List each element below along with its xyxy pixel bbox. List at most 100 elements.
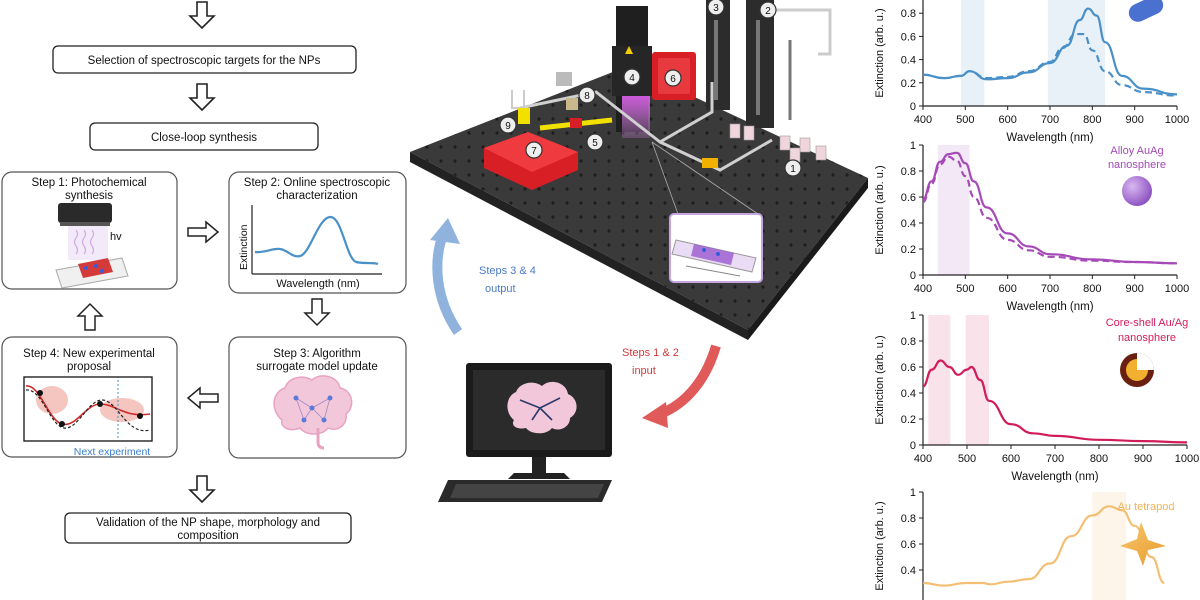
y-tick-label: 0.4 [901, 55, 916, 67]
y-tick-label: 0 [910, 101, 916, 113]
x-tick-label: 500 [956, 283, 974, 295]
brain-icon [273, 375, 353, 450]
y-tick-label: 0.2 [901, 244, 916, 256]
x-tick-label: 800 [1083, 283, 1101, 295]
marker-5-label: 5 [592, 138, 598, 149]
series-line-solid [922, 505, 1165, 587]
step3-title-line2: surrogate model update [256, 361, 377, 373]
y-tick-label: 0.8 [901, 336, 916, 348]
y-tick-label: 0.2 [901, 414, 916, 426]
y-tick-label: 1 [910, 487, 916, 499]
marker-8-label: 8 [584, 91, 590, 102]
y-tick-label: 0.6 [901, 192, 916, 204]
y-tick-label: 0 [910, 440, 916, 452]
step3-title-line1: Step 3: Algorithm [273, 348, 361, 360]
x-tick-label: 700 [1041, 283, 1059, 295]
down-arrow-icon [188, 475, 216, 504]
series-line-solid [922, 7, 1178, 96]
x-tick-label: 1000 [1165, 114, 1189, 126]
y-tick-label: 0.6 [901, 31, 916, 43]
y-tick-label: 0.8 [901, 166, 916, 178]
tubing [511, 72, 773, 172]
x-axis-label: Wavelength (nm) [1011, 471, 1098, 483]
down-arrow-icon [303, 298, 331, 327]
x-tick-label: 800 [1090, 453, 1108, 465]
x-tick-label: 900 [1134, 453, 1152, 465]
x-axis-label: Wavelength (nm) [1006, 132, 1093, 144]
highlight-band [961, 0, 985, 106]
up-arrow-icon [76, 302, 104, 331]
left-arrow-icon [186, 386, 219, 410]
marker-8: 8 [578, 86, 596, 104]
x-tick-label: 1000 [1175, 453, 1199, 465]
validation-label-line2: composition [177, 530, 238, 542]
step1-title-line1: Step 1: Photochemical [31, 177, 146, 189]
step2-ylabel: Extinction [238, 224, 250, 270]
closeloop-box [89, 122, 319, 151]
step2-title-line2: characterization [276, 190, 357, 202]
series-line-solid [922, 359, 1188, 444]
computer-monitor [438, 363, 612, 502]
y-tick-label: 0.6 [901, 539, 916, 551]
output-curved-arrow [430, 218, 463, 335]
x-tick-label: 600 [998, 283, 1016, 295]
y-tick-label: 0 [910, 270, 916, 282]
x-tick-label: 1000 [1165, 283, 1189, 295]
right-arrow-icon [187, 220, 220, 244]
x-tick-label: 500 [956, 114, 974, 126]
nanosphere-icon [1122, 176, 1152, 206]
marker-7-label: 7 [531, 146, 537, 157]
validation-label-line1: Validation of the NP shape, morphology a… [96, 517, 320, 529]
chart2-particle-label-line1: Alloy AuAg [1110, 145, 1163, 157]
x-tick-label: 600 [1002, 453, 1020, 465]
y-axis-label: Extinction (arb. u.) [874, 335, 886, 424]
x-tick-label: 400 [914, 283, 932, 295]
x-axis-label: Wavelength (nm) [1006, 301, 1093, 313]
nanorod-icon [1128, 0, 1164, 22]
selection-label: Selection of spectroscopic targets for t… [88, 55, 321, 67]
x-tick-label: 500 [958, 453, 976, 465]
steps12-label-line1: Steps 1 & 2 [622, 347, 679, 359]
flow-tube-inset [651, 141, 763, 283]
apparatus-illustration: 1 2 3 4 5 6 7 8 9 Steps 3 & 4 output [410, 0, 868, 502]
steps34-label-line2: output [485, 283, 516, 295]
y-tick-label: 0.6 [901, 362, 916, 374]
vials [729, 123, 827, 163]
workflow-flowchart: Selection of spectroscopic targets for t… [1, 1, 407, 544]
marker-4-label: 4 [629, 73, 635, 84]
y-tick-label: 0.4 [901, 388, 916, 400]
marker-4: 4 [623, 68, 641, 86]
marker-3: 3 [707, 0, 725, 16]
highlight-band [937, 145, 970, 275]
x-tick-label: 900 [1125, 114, 1143, 126]
core-shell-icon [1120, 353, 1154, 387]
marker-1-label: 1 [790, 164, 796, 175]
marker-7: 7 [525, 141, 543, 159]
photoreactor-icon [55, 203, 129, 289]
input-curved-arrow [642, 344, 721, 428]
steps34-label-line1: Steps 3 & 4 [479, 265, 536, 277]
chart3-particle-label-line2: nanosphere [1118, 332, 1176, 344]
y-axis-label: Extinction (arb. u.) [874, 8, 886, 97]
mini-spectrum-chart [251, 205, 382, 275]
highlight-band [965, 315, 989, 445]
down-arrow-icon [188, 83, 216, 112]
selection-box [52, 45, 357, 74]
next-experiment-label: Next experiment [74, 446, 151, 458]
step1-title-line2: synthesis [65, 190, 113, 202]
hv-label: hv [110, 231, 122, 243]
step2-title-line1: Step 2: Online spectroscopic [244, 177, 391, 189]
marker-2: 2 [759, 1, 777, 19]
x-tick-label: 400 [914, 114, 932, 126]
step4-title-line1: Step 4: New experimental [23, 348, 155, 360]
y-tick-label: 0.4 [901, 565, 916, 577]
steps12-label-line2: input [632, 365, 656, 377]
x-tick-label: 700 [1046, 453, 1064, 465]
x-tick-label: 600 [998, 114, 1016, 126]
x-tick-label: 700 [1041, 114, 1059, 126]
series-line-dashed [922, 155, 1178, 265]
marker-1: 1 [784, 159, 802, 177]
